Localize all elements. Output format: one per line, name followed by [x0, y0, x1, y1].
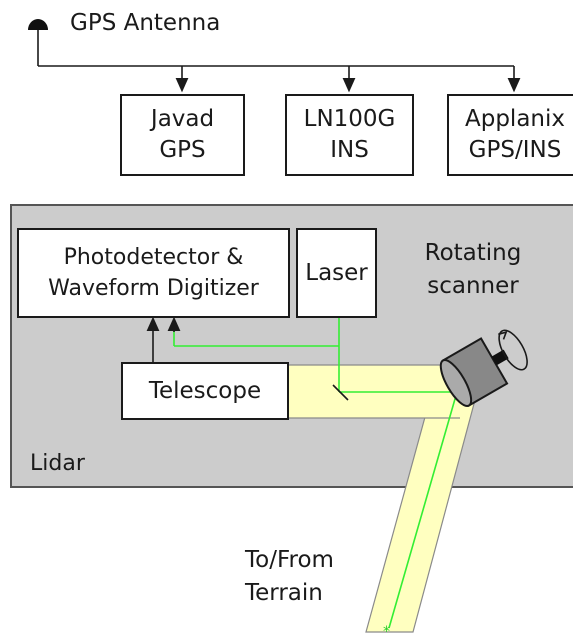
antenna-wires: [37, 30, 521, 93]
gps-antenna-label: GPS Antenna: [70, 10, 221, 36]
telescope-box: Telescope: [121, 362, 289, 420]
terrain-target-star: *: [383, 624, 390, 637]
rotating-scanner-line1: Rotating: [424, 240, 522, 266]
javad-gps-line1: Javad: [150, 106, 215, 132]
laser-box: Laser: [296, 228, 377, 318]
terrain-label: To/From Terrain: [245, 544, 334, 610]
laser-path: [173, 317, 458, 629]
rotating-scanner: [439, 329, 528, 407]
ln100g-ins-box: LN100G INS: [285, 94, 414, 176]
photodetector-line1: Photodetector &: [63, 245, 244, 270]
applanix-gps-ins-line1: Applanix: [465, 106, 565, 132]
ln100g-ins-line1: LN100G: [303, 106, 396, 132]
javad-gps-line2: GPS: [159, 137, 206, 163]
antenna-icon: [28, 19, 48, 30]
photodetector-line2: Waveform Digitizer: [48, 276, 259, 301]
terrain-line1: To/From: [245, 547, 334, 573]
laser-label: Laser: [305, 259, 368, 286]
applanix-gps-ins-box: Applanix GPS/INS: [447, 94, 573, 176]
applanix-gps-ins-line2: GPS/INS: [468, 137, 562, 163]
telescope-label: Telescope: [148, 377, 262, 404]
photodetector-digitizer-box: Photodetector & Waveform Digitizer: [17, 228, 290, 318]
terrain-line2: Terrain: [245, 580, 323, 606]
ln100g-ins-line2: INS: [330, 137, 369, 163]
javad-gps-box: Javad GPS: [120, 94, 245, 176]
rotating-scanner-label: Rotating scanner: [418, 237, 528, 303]
rotating-scanner-line2: scanner: [427, 273, 519, 299]
beam-splitter: [332, 384, 349, 401]
lidar-label: Lidar: [30, 451, 85, 476]
